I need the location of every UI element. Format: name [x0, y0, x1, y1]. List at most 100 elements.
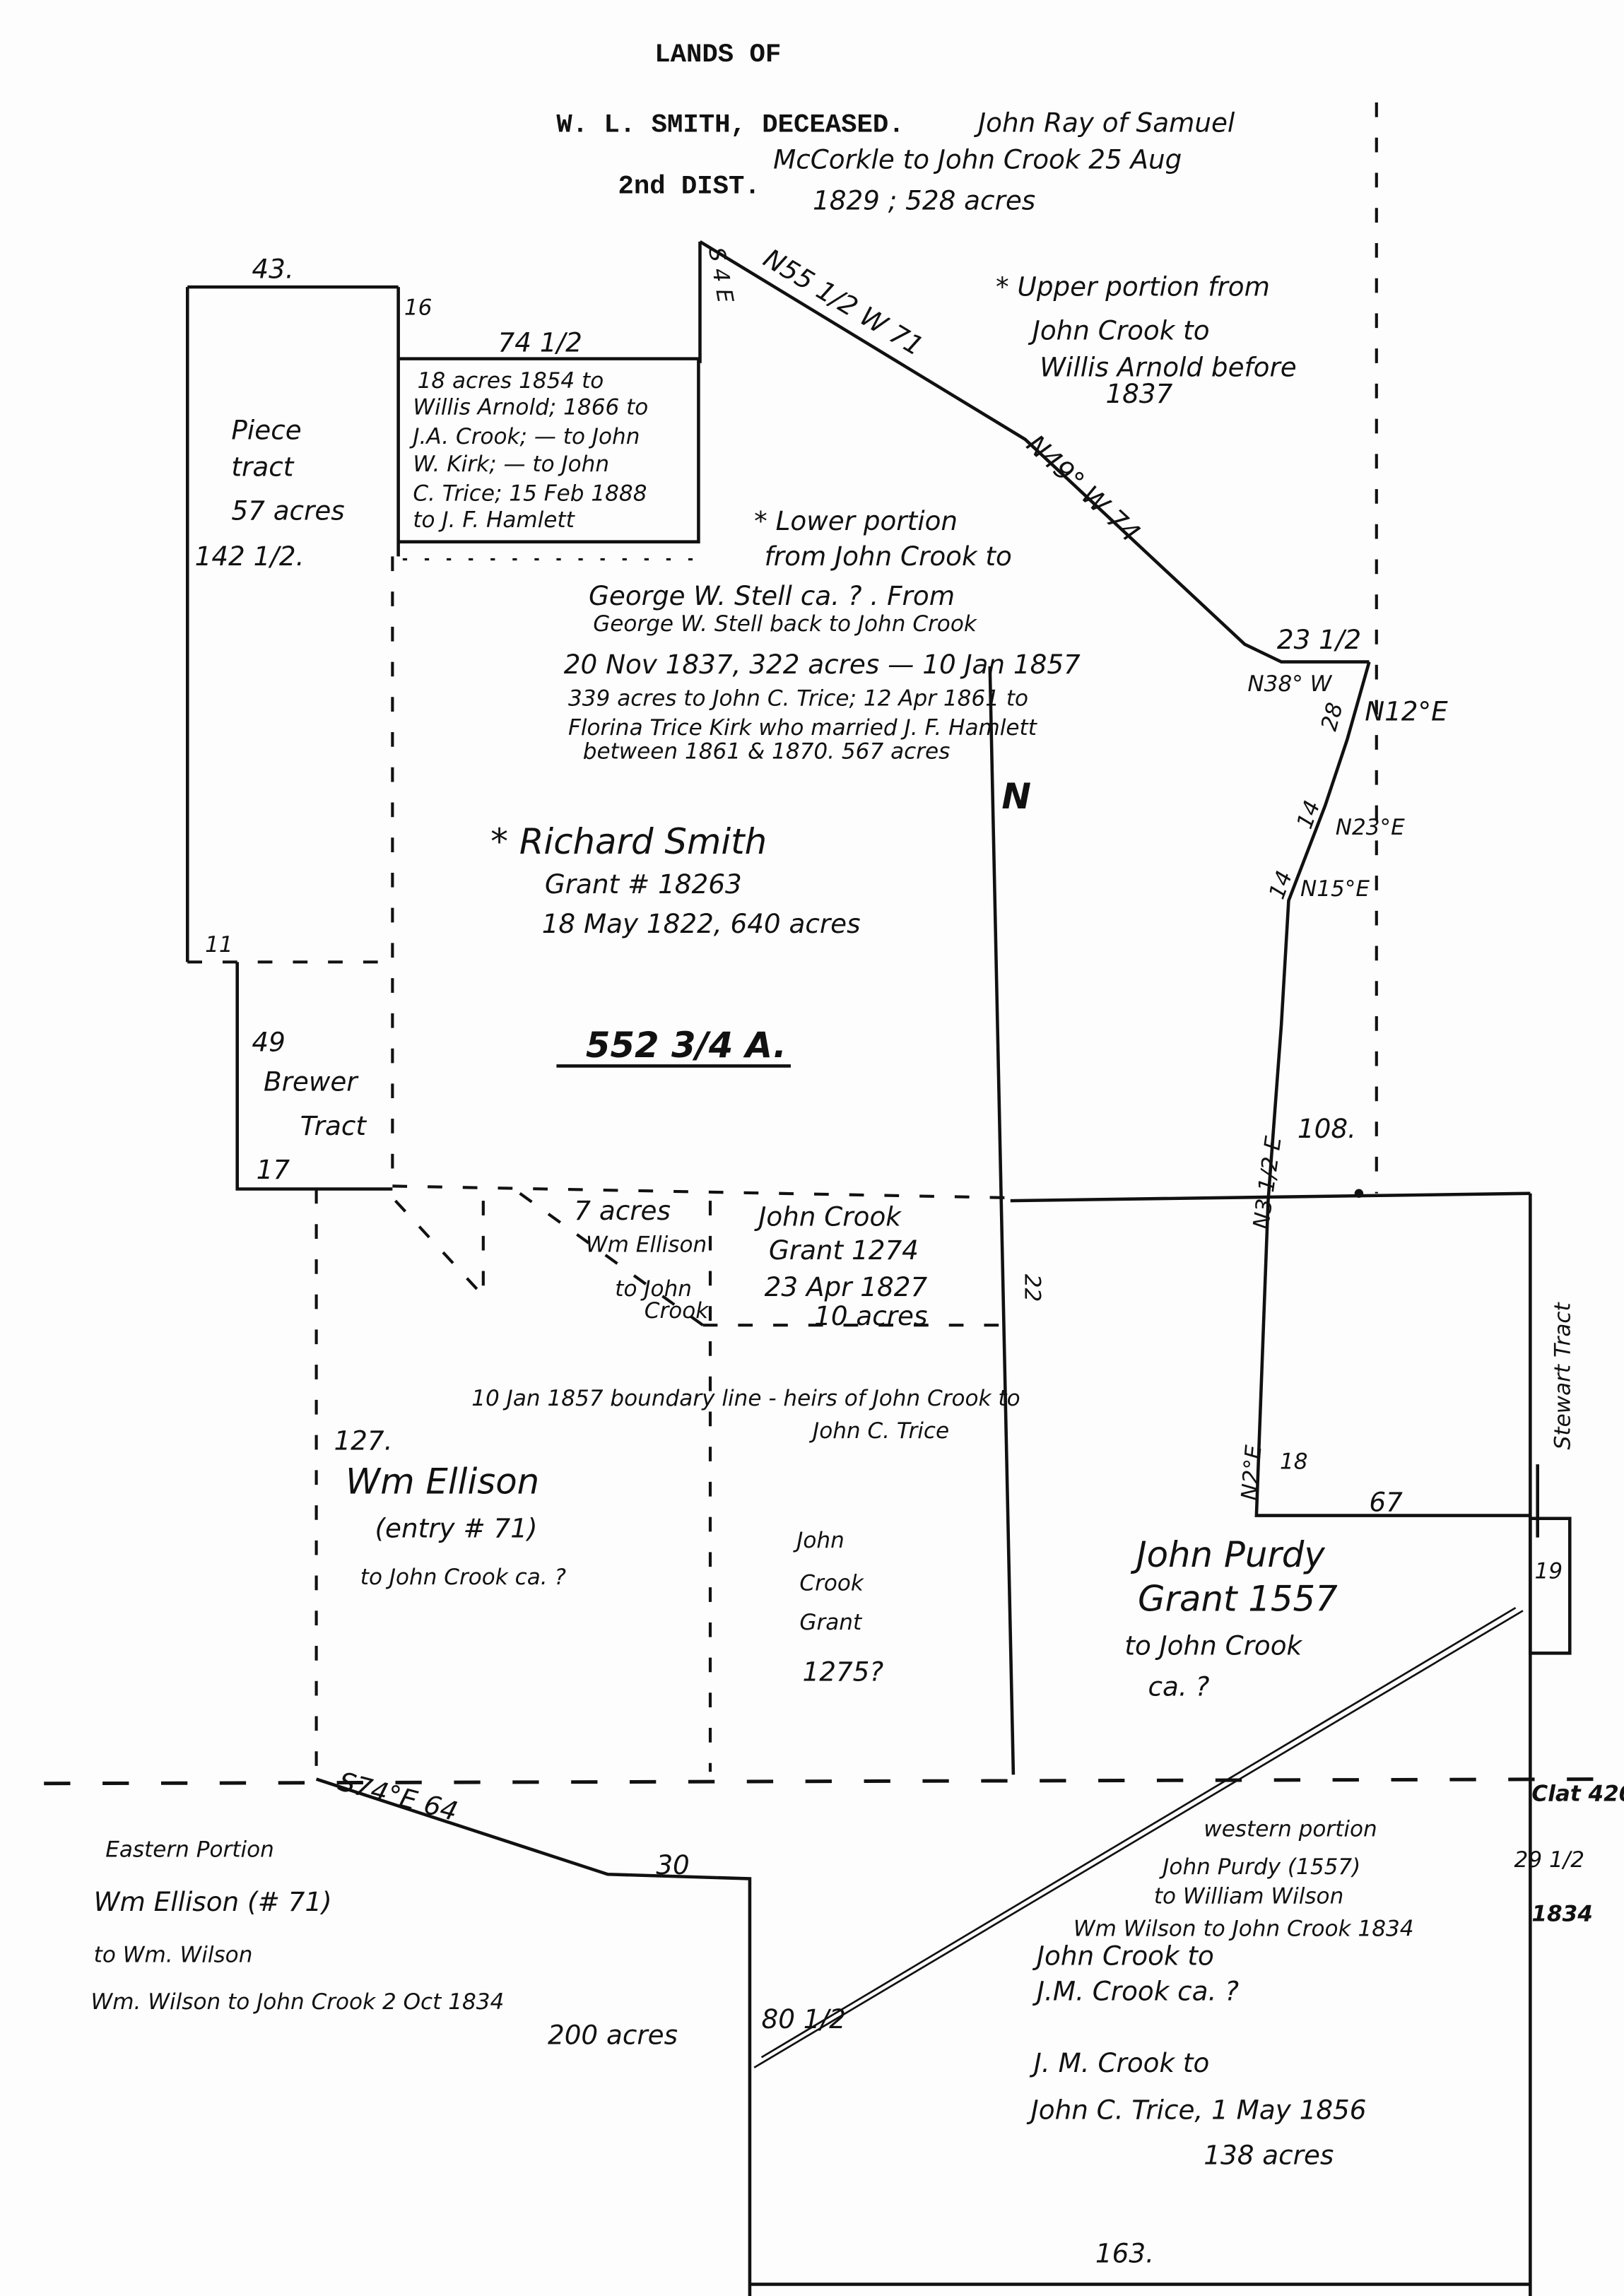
- map-label: to John Crook: [1124, 1630, 1302, 1661]
- map-label: George W. Stell ca. ? . From: [589, 580, 955, 611]
- map-label: to William Wilson: [1154, 1884, 1343, 1909]
- map-label: N38° W: [1247, 671, 1332, 697]
- top-note-line3: 1829 ; 528 acres: [813, 184, 1035, 216]
- main-acreage: 552 3/4 A.: [586, 1025, 787, 1066]
- map-label: John C. Trice: [808, 1418, 949, 1444]
- map-label: J.M. Crook ca. ?: [1032, 1975, 1239, 2006]
- map-label: Grant # 18263: [545, 869, 742, 900]
- title-district: 2nd DIST.: [618, 172, 760, 202]
- map-label: N3 1/2 E: [1249, 1134, 1287, 1231]
- map-label: N15°E: [1300, 876, 1370, 902]
- map-label: 57 acres: [231, 495, 344, 526]
- map-label: Grant: [799, 1610, 863, 1635]
- top-note-line1: John Ray of Samuel: [973, 107, 1235, 138]
- brewer-tract-label: 49 Brewer Tract: [252, 1027, 367, 1141]
- map-label: 1837: [1105, 378, 1172, 409]
- map-label: Wm Ellison (# 71): [94, 1886, 332, 1917]
- map-label: N12°E: [1365, 695, 1448, 726]
- map-label: S 4 E: [703, 245, 738, 305]
- map-label: 11: [205, 932, 233, 958]
- stewart-tract-label: Stewart Tract: [1550, 1302, 1575, 1450]
- map-label: N2°E: [1237, 1444, 1267, 1501]
- map-label: to Wm. Wilson: [94, 1943, 253, 1968]
- map-label: Grant 1274: [769, 1235, 919, 1266]
- map-label: John Purdy (1557): [1158, 1854, 1360, 1880]
- map-label: Piece: [231, 415, 301, 446]
- map-label: Grant 1557: [1138, 1578, 1338, 1619]
- map-label: 1275?: [803, 1656, 884, 1688]
- map-label: 142 1/2.: [195, 541, 305, 572]
- map-label: 43.: [252, 254, 293, 285]
- map-label: 16: [404, 295, 433, 320]
- map-label: W. Kirk; — to John: [413, 452, 609, 477]
- map-label: J. M. Crook to: [1029, 2047, 1209, 2078]
- map-label: N49° W 74: [1020, 428, 1146, 548]
- map-label: J.A. Crook; — to John: [408, 424, 640, 449]
- map-label: 23 Apr 1827: [765, 1271, 928, 1302]
- map-label: 17: [257, 1154, 290, 1185]
- map-label: Willis Arnold; 1866 to: [413, 394, 648, 420]
- map-label: S74°E 64: [335, 1765, 461, 1827]
- map-label: * Richard Smith: [490, 821, 767, 862]
- map-label: to J. F. Hamlett: [413, 507, 575, 533]
- map-label: Eastern Portion: [105, 1837, 274, 1862]
- clat-label: Clat 420: [1531, 1782, 1624, 1807]
- map-label: John Purdy: [1130, 1534, 1325, 1575]
- map-label: 14: [1264, 868, 1298, 902]
- map-label: to John: [615, 1276, 692, 1302]
- map-label: Wm. Wilson to John Crook 2 Oct 1834: [91, 1989, 505, 2015]
- map-label: Willis Arnold before: [1040, 352, 1297, 383]
- map-label: Wm Ellison: [346, 1461, 539, 1502]
- map-label: George W. Stell back to John Crook: [593, 611, 978, 637]
- map-label: 10 acres: [814, 1300, 927, 1331]
- map-label: to John Crook ca. ?: [360, 1565, 566, 1590]
- map-label: 200 acres: [548, 2020, 678, 2051]
- map-label: Tract: [300, 1110, 367, 1141]
- map-label: 127.: [334, 1425, 392, 1456]
- map-label: 49: [252, 1027, 285, 1058]
- map-label: 80 1/2: [762, 2003, 846, 2035]
- map-label: ca. ?: [1148, 1671, 1210, 1702]
- map-label: 67: [1369, 1486, 1403, 1517]
- richard-smith-grant: * Richard Smith Grant # 18263 18 May 182…: [490, 821, 860, 939]
- map-label: 138 acres: [1204, 2140, 1334, 2171]
- map-label: 108.: [1298, 1113, 1356, 1144]
- map-label: 339 acres to John C. Trice; 12 Apr 1861 …: [568, 686, 1028, 712]
- map-label: 29 1/2: [1514, 1847, 1584, 1873]
- map-label: John Crook to: [1028, 315, 1210, 346]
- map-label: Wm Wilson to John Crook 1834: [1073, 1916, 1414, 1941]
- map-label: John C. Trice, 1 May 1856: [1026, 2094, 1367, 2125]
- ellison-entry: 127. Wm Ellison (entry # 71) to John Cro…: [334, 1425, 566, 1590]
- map-label: 18: [1280, 1449, 1308, 1474]
- map-label: 23 1/2: [1277, 624, 1361, 655]
- map-label: 74 1/2: [498, 326, 582, 358]
- map-label: * Upper portion from: [996, 271, 1270, 302]
- map-label: 28: [1317, 700, 1348, 734]
- title-lands-of: LANDS OF: [654, 40, 781, 70]
- map-label: John Crook: [753, 1201, 902, 1232]
- map-label: Brewer: [264, 1066, 359, 1097]
- upper-portion-note: * Upper portion from John Crook to Willi…: [996, 271, 1297, 409]
- map-label: N23°E: [1336, 815, 1405, 840]
- title-owner: W. L. SMITH, DECEASED.: [556, 110, 904, 140]
- map-label: 163.: [1095, 2237, 1154, 2268]
- map-label: John Crook to: [1032, 1941, 1214, 1972]
- map-label: from John Crook to: [765, 541, 1012, 572]
- map-label: C. Trice; 15 Feb 1888: [413, 481, 647, 507]
- map-label: between 1861 & 1870. 567 acres: [583, 738, 951, 764]
- crook-grant-1274: John Crook Grant 1274 23 Apr 1827 10 acr…: [753, 1201, 927, 1331]
- boundary-note: 10 Jan 1857 boundary line - heirs of Joh…: [471, 1386, 1020, 1444]
- north-label: N: [1001, 776, 1031, 817]
- crook-grant-1275: John Crook Grant 1275?: [792, 1528, 883, 1688]
- map-label: 7 acres: [574, 1195, 671, 1226]
- boundary-lines: [44, 102, 1611, 2296]
- map-label: western portion: [1204, 1816, 1377, 1842]
- eastern-portion-note: Eastern Portion Wm Ellison (# 71) to Wm.…: [91, 1837, 678, 2050]
- map-label: 30: [656, 1849, 689, 1880]
- map-label: N55 1/2 W 71: [758, 242, 929, 362]
- map-label: 14: [1292, 797, 1325, 832]
- map-label: Crook: [645, 1298, 710, 1324]
- map-label: (entry # 71): [375, 1513, 537, 1544]
- map-label: Wm Ellison: [586, 1232, 707, 1258]
